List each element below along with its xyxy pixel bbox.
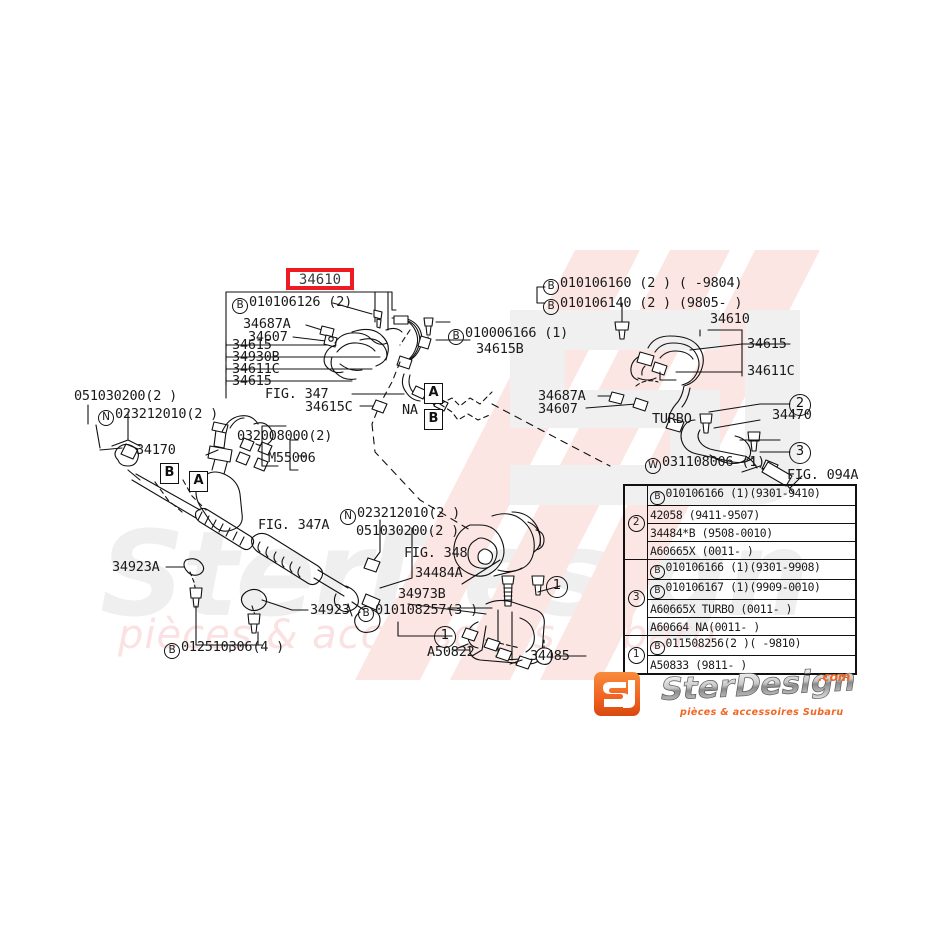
label-34923: 34923: [310, 602, 350, 618]
circled-b-icon: B: [650, 490, 665, 505]
logo-mark-sj: [594, 672, 640, 716]
label-34610-right: 34610: [710, 311, 750, 327]
legend-row: A50833 (9811- ): [625, 655, 856, 674]
callout-box-a-left[interactable]: A: [189, 471, 208, 492]
logo-tagline: pièces & accessoires Subaru: [679, 707, 844, 718]
callout-circle-3[interactable]: 3: [789, 442, 811, 464]
legend-row: 42058 (9411-9507): [625, 505, 856, 524]
logo-tld: .com: [818, 670, 850, 684]
label-34930b: 34930B: [232, 349, 280, 365]
label-032008000: 032008000(2): [237, 428, 333, 444]
circled-b-icon: B: [448, 329, 464, 345]
label-34485: 34485: [530, 648, 570, 664]
circled-b-icon: B: [650, 640, 665, 655]
label-34923a: 34923A: [112, 559, 160, 575]
circled-b-icon: B: [358, 606, 374, 622]
label-34607: 34607: [248, 329, 288, 345]
legend-cell: 42058 (9411-9507): [647, 505, 856, 524]
circled-w-icon: W: [645, 458, 661, 474]
circled-n-icon: N: [98, 410, 114, 426]
label-fig-347a: FIG. 347A: [258, 517, 330, 533]
circled-2-icon: 2: [627, 514, 645, 532]
circled-b-icon: B: [543, 299, 559, 315]
legend-group-index-2: 2: [624, 485, 648, 560]
label-34973b: 34973B: [398, 586, 446, 602]
callout-box-b-left[interactable]: B: [160, 463, 179, 484]
callout-box-b-upper[interactable]: B: [424, 409, 443, 430]
label-34615-right: 34615: [747, 336, 787, 352]
label-34484a: 34484A: [415, 565, 463, 581]
legend-cell: A60664 NA(0011- ): [647, 617, 856, 636]
legend-row: 34484*B (9508-0010): [625, 523, 856, 542]
circled-b-icon: B: [164, 643, 180, 659]
circled-3-icon: 3: [627, 589, 645, 607]
label-turbo: TURBO: [652, 411, 692, 427]
highlighted-part-number: 34610: [298, 272, 342, 288]
label-fig-348: FIG. 348: [404, 545, 468, 561]
legend-group-index-3: 3: [624, 559, 648, 636]
highlighted-part-number-box: [286, 268, 354, 290]
callout-circle-1-low[interactable]: 1: [434, 626, 456, 648]
callout-circle-2[interactable]: 2: [789, 394, 811, 416]
label-a50822: A50822: [427, 644, 475, 660]
circled-n-icon: N: [340, 509, 356, 525]
label-34687a: 34687A: [243, 316, 291, 332]
label-34615-a: 34615: [232, 337, 272, 353]
legend-row: A60665X TURBO (0011- ): [625, 599, 856, 618]
label-na-upper: NA: [402, 402, 418, 418]
label-34687a-right: 34687A: [538, 388, 586, 404]
callout-box-a-upper[interactable]: A: [424, 383, 443, 404]
label-34615c: 34615C: [305, 399, 353, 415]
brand-logo[interactable]: SterDesign .com pièces & accessoires Sub…: [592, 668, 864, 720]
label-m55006: M55006: [268, 450, 316, 466]
label-34611c-right: 34611C: [747, 363, 795, 379]
legend-row: A60664 NA(0011- ): [625, 617, 856, 636]
legend-cell: A60665X TURBO (0011- ): [647, 599, 856, 618]
label-051030200-bottom: 051030200(2 ): [356, 523, 460, 539]
circled-b-icon: B: [543, 279, 559, 295]
legend-cell: A60665X (0011- ): [647, 541, 856, 560]
label-34170: 34170: [136, 442, 176, 458]
circled-b-icon: B: [650, 564, 665, 579]
label-34615-b: 34615: [232, 373, 272, 389]
label-fig-347: FIG. 347: [265, 386, 329, 402]
label-34611c-a: 34611C: [232, 361, 280, 377]
callout-circle-1-mid[interactable]: 1: [546, 576, 568, 598]
legend-row: A60665X (0011- ): [625, 541, 856, 560]
label-34615b: 34615B: [476, 341, 524, 357]
circled-1-icon: 1: [627, 646, 645, 664]
label-34607-right: 34607: [538, 401, 578, 417]
label-fig-094a: FIG. 094A: [787, 467, 859, 483]
circled-b-icon: B: [232, 298, 248, 314]
legend-cell: 34484*B (9508-0010): [647, 523, 856, 542]
legend-cell: A50833 (9811- ): [647, 655, 856, 674]
circled-b-icon: B: [650, 584, 665, 599]
label-051030200-topleft: 051030200(2 ): [74, 388, 178, 404]
